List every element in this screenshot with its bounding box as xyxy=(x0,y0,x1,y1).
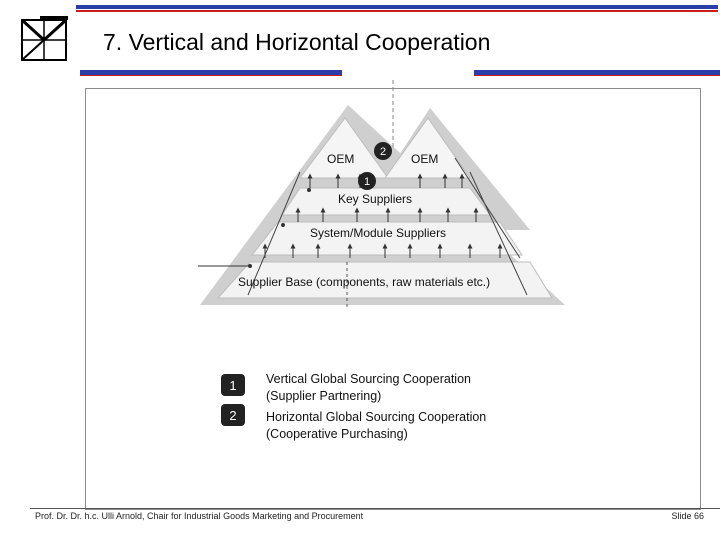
page-title: 7. Vertical and Horizontal Cooperation xyxy=(103,29,491,55)
legend-vertical-label: Vertical Global Sourcing Cooperation (Su… xyxy=(266,372,471,403)
svg-text:2: 2 xyxy=(229,408,236,423)
supplier-base-band xyxy=(216,261,553,299)
side-arrows xyxy=(247,157,528,296)
logo-icon xyxy=(20,16,68,61)
legend-horizontal-label: Horizontal Global Sourcing Cooperation (… xyxy=(266,410,487,441)
system-module-label: System/Module Suppliers xyxy=(310,226,447,240)
svg-text:2: 2 xyxy=(380,146,386,158)
oem-left-triangle xyxy=(299,117,389,179)
title-rule-left xyxy=(80,70,342,75)
title-rule-right-red xyxy=(474,75,720,76)
slide-number: Slide 66 xyxy=(671,511,704,521)
badge-2-icon: 2 xyxy=(374,142,392,160)
supplier-base-label: Supplier Base (components, raw materials… xyxy=(238,275,491,289)
vertical-cooperation-icon: 1 xyxy=(221,374,245,396)
badge-1-icon: 1 xyxy=(358,172,376,190)
oem-right-triangle xyxy=(384,117,471,179)
svg-text:1: 1 xyxy=(229,378,236,393)
svg-text:1: 1 xyxy=(364,176,370,188)
oem-left-label: OEM xyxy=(327,152,355,166)
header-bar-red xyxy=(76,10,718,12)
header-bar-blue xyxy=(76,5,718,9)
key-suppliers-label: Key Suppliers xyxy=(338,192,413,206)
oem-right-label: OEM xyxy=(411,152,439,166)
footer-author: Prof. Dr. Dr. h.c. Ulli Arnold, Chair fo… xyxy=(35,511,364,521)
title-rule-left-red xyxy=(80,75,342,76)
footer-divider xyxy=(30,508,720,509)
horizontal-cooperation-icon: 2 xyxy=(221,404,245,426)
title-rule-right xyxy=(474,70,720,75)
